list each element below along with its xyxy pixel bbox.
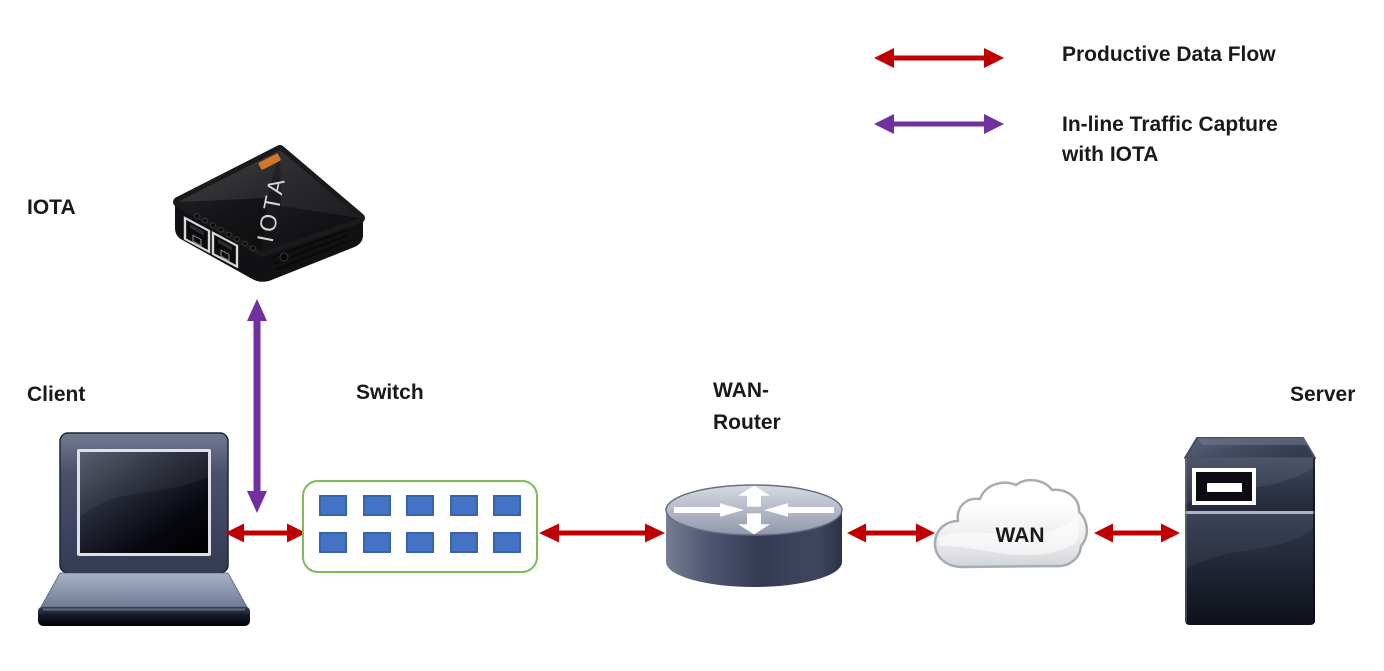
switch-icon [302, 480, 538, 573]
switch-port [319, 495, 347, 516]
switch-port [406, 532, 434, 553]
link-client-switch-arrow-icon [225, 523, 306, 543]
wan-cloud-icon [933, 478, 1088, 569]
switch-label: Switch [356, 381, 424, 404]
iota-label: IOTA [27, 196, 76, 219]
switch-port [319, 532, 347, 553]
client-laptop-icon [38, 432, 250, 626]
link-wan-server-arrow-icon [1094, 523, 1180, 543]
iota-device-icon: IOTA [173, 145, 365, 282]
switch-port [406, 495, 434, 516]
capture-link-arrow-icon [247, 299, 267, 513]
server-icon [1184, 437, 1316, 625]
switch-ports [304, 482, 536, 553]
vent-holes [194, 213, 256, 251]
router-arrows-glyph [674, 485, 834, 535]
legend-productive-label: Productive Data Flow [1062, 43, 1276, 66]
switch-port [362, 495, 391, 516]
client-label: Client [27, 383, 86, 406]
switch-port [449, 495, 478, 516]
profitap-logo-chip [258, 153, 281, 170]
switch-port [362, 532, 391, 553]
wan-router-icon [665, 484, 843, 587]
wan-label: WAN [995, 524, 1045, 547]
link-switch-router-arrow-icon [539, 523, 665, 543]
switch-port [449, 532, 478, 553]
switch-port [493, 532, 521, 553]
ethernet-ports-icon [183, 216, 239, 269]
link-router-wan-arrow-icon [847, 523, 935, 543]
switch-port [493, 495, 521, 516]
legend-capture-arrow-icon [874, 114, 1004, 134]
router-label: WAN-Router [713, 379, 781, 434]
server-label: Server [1290, 383, 1356, 406]
legend-capture-label: In-line Traffic Capture with IOTA [1062, 113, 1278, 166]
legend-productive-arrow-icon [874, 48, 1004, 68]
